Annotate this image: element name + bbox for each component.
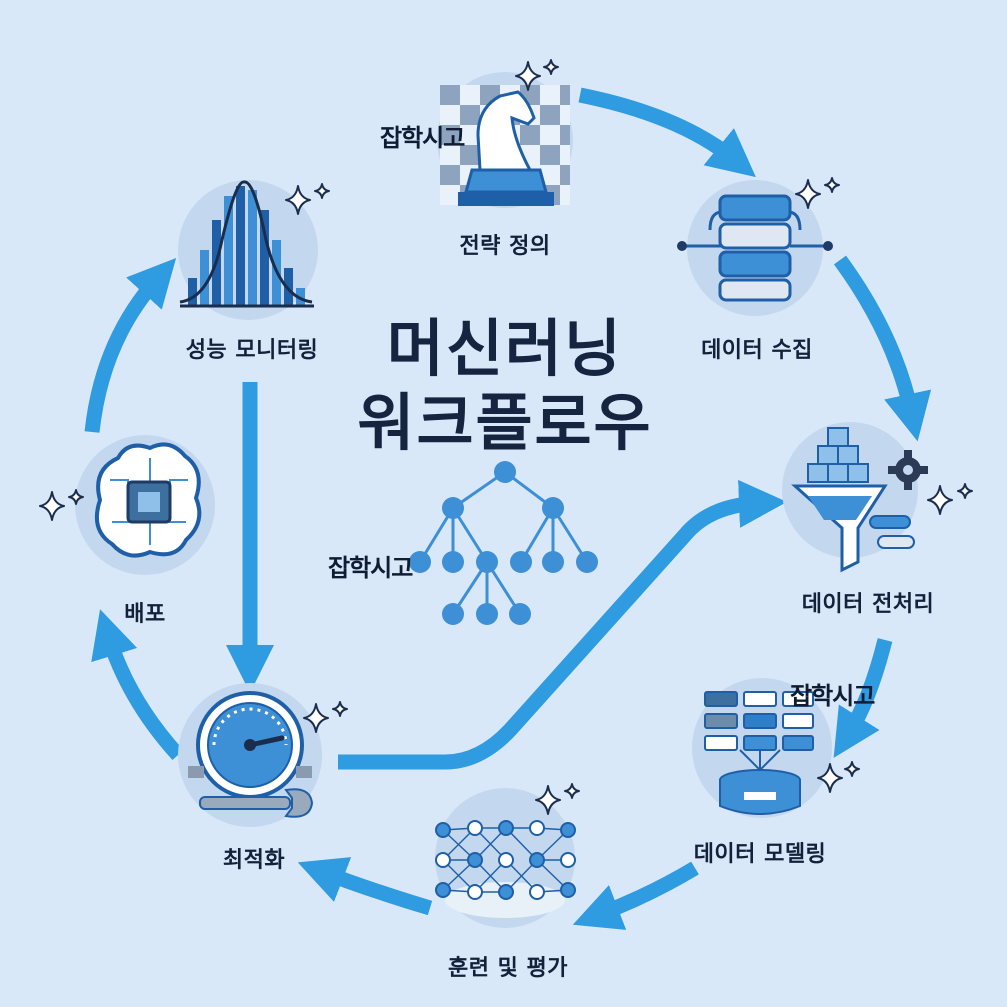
data-model-icon	[692, 678, 832, 818]
arrow-training-to-optimization	[297, 857, 433, 916]
neural-network-icon	[435, 788, 576, 928]
diagram-title-line1: 머신러닝	[386, 312, 624, 385]
watermark-logo: 잡학시고	[328, 554, 413, 582]
brain-chip-icon	[75, 435, 215, 575]
watermark-logo: 잡학시고	[790, 682, 875, 710]
sparkle-icon	[285, 183, 330, 215]
arrow-preprocessing-to-modeling	[833, 638, 893, 758]
gear-icon	[888, 450, 928, 490]
arrow-optimization-to-preprocessing	[338, 479, 787, 770]
watermark-logo: 잡학시고	[380, 124, 465, 152]
arrow-optimization-to-deployment	[91, 609, 184, 761]
step-label-preprocessing: 데이터 전처리	[801, 592, 935, 617]
diagram-title-line2: 워크플로우	[357, 386, 653, 459]
funnel-icon	[782, 422, 928, 573]
arrow-collection-to-preprocessing	[833, 255, 932, 442]
arrow-deployment-to-monitoring	[84, 257, 177, 433]
wrench-icon	[199, 788, 314, 818]
database-icon	[677, 180, 833, 316]
gauge-wrench-icon	[178, 683, 322, 827]
step-label-monitoring: 성능 모니터링	[185, 338, 319, 363]
sparkle-icon	[39, 489, 84, 521]
step-label-collection: 데이터 수집	[701, 338, 813, 363]
step-label-modeling: 데이터 모델링	[693, 842, 827, 867]
step-label-strategy: 전략 정의	[459, 234, 551, 259]
sparkle-icon	[303, 701, 348, 733]
sparkle-icon	[795, 177, 840, 209]
arrow-modeling-to-training	[572, 861, 699, 930]
step-label-training: 훈련 및 평가	[447, 956, 569, 981]
arrow-strategy-to-collection	[578, 87, 756, 178]
sparkle-icon	[927, 483, 973, 515]
sparkle-icon	[817, 761, 860, 793]
bell-curve-chart-icon	[178, 180, 318, 320]
sparkle-icon	[515, 59, 559, 91]
sparkle-icon	[535, 783, 580, 815]
step-label-deployment: 배포	[124, 602, 166, 627]
tree-diagram-icon	[409, 461, 598, 625]
step-label-optimization: 최적화	[222, 848, 286, 873]
chess-knight-icon	[437, 72, 573, 208]
